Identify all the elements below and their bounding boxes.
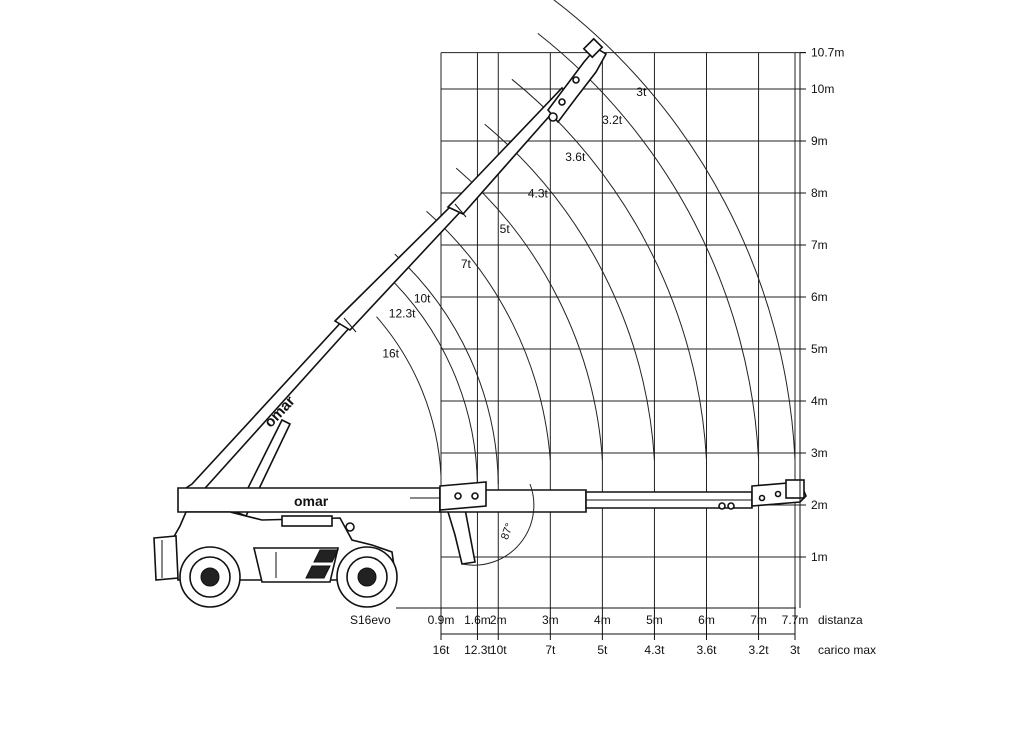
load-tick-label: 12.3t — [464, 643, 491, 657]
load-arc — [376, 316, 442, 477]
load-arc — [383, 272, 478, 485]
arc-load-label: 3.2t — [602, 113, 623, 127]
height-tick-label: 8m — [811, 186, 828, 200]
frame-cylinder — [281, 515, 333, 527]
outrigger-angle-label: 87° — [499, 522, 516, 542]
load-arc — [484, 123, 655, 461]
load-tick-label: 16t — [433, 643, 450, 657]
load-tick-label: 10t — [490, 643, 507, 657]
arc-load-label: 5t — [500, 222, 511, 236]
distance-axis: 0.9m 16t 1.6m 12.3t 2m 10t 3m 7t 4m 5t 5m 4.3t 6m 3.6… — [428, 608, 809, 657]
telehandler-illustration: omar omar — [153, 37, 807, 608]
distance-tick-label: 5m — [646, 613, 663, 627]
load-tick-label: 4.3t — [644, 643, 665, 657]
height-tick-label: 10m — [811, 82, 834, 96]
boom-head — [546, 46, 608, 124]
height-tick-label: 4m — [811, 394, 828, 408]
frame-logo: omar — [294, 493, 329, 509]
load-arc — [455, 167, 603, 461]
load-row-label: carico max — [818, 643, 876, 657]
arc-load-label: 10t — [414, 292, 431, 306]
rear-outrigger-head — [439, 481, 487, 511]
height-tick-label: 7m — [811, 238, 828, 252]
height-tick-label: 3m — [811, 446, 828, 460]
height-tick-label: 5m — [811, 342, 828, 356]
load-tick-label: 3t — [790, 643, 801, 657]
height-tick-label: 9m — [811, 134, 828, 148]
distance-tick-label: 1.6m — [464, 613, 491, 627]
load-arc — [426, 210, 551, 461]
load-arc — [394, 253, 499, 485]
distance-tick-label: 6m — [698, 613, 715, 627]
arc-load-label: 16t — [382, 347, 399, 361]
chart-grid — [440, 52, 806, 608]
height-tick-label: 2m — [811, 498, 828, 512]
load-tick-label: 3.6t — [696, 643, 717, 657]
distance-tick-label: 4m — [594, 613, 611, 627]
distance-tick-label: 7.7m — [782, 613, 809, 627]
distance-tick-label: 2m — [490, 613, 507, 627]
distance-tick-label: 0.9m — [428, 613, 455, 627]
counterweight — [153, 535, 179, 581]
height-tick-label: 1m — [811, 550, 828, 564]
load-tick-label: 7t — [545, 643, 556, 657]
rear-wheel — [179, 546, 241, 608]
arc-load-label: 3t — [636, 85, 647, 99]
model-label: S16evo — [350, 613, 391, 627]
distance-tick-label: 7m — [750, 613, 767, 627]
load-arc — [553, 0, 796, 461]
arc-load-label: 4.3t — [528, 187, 549, 201]
height-tick-label: 6m — [811, 290, 828, 304]
distance-row-label: distanza — [818, 613, 863, 627]
load-tick-label: 5t — [597, 643, 608, 657]
load-tick-label: 3.2t — [749, 643, 770, 657]
arc-load-label: 7t — [461, 257, 472, 271]
arc-load-label: 12.3t — [389, 306, 416, 320]
outrigger-angle-arc — [461, 483, 535, 566]
height-axis: 1m 2m 3m 4m 5m 6m 7m 8m 9m 10m 10.7m — [799, 46, 844, 608]
arc-load-label: 3.6t — [565, 150, 586, 164]
distance-tick-label: 3m — [542, 613, 559, 627]
height-tick-label: 10.7m — [811, 46, 844, 60]
front-wheel — [336, 546, 398, 608]
